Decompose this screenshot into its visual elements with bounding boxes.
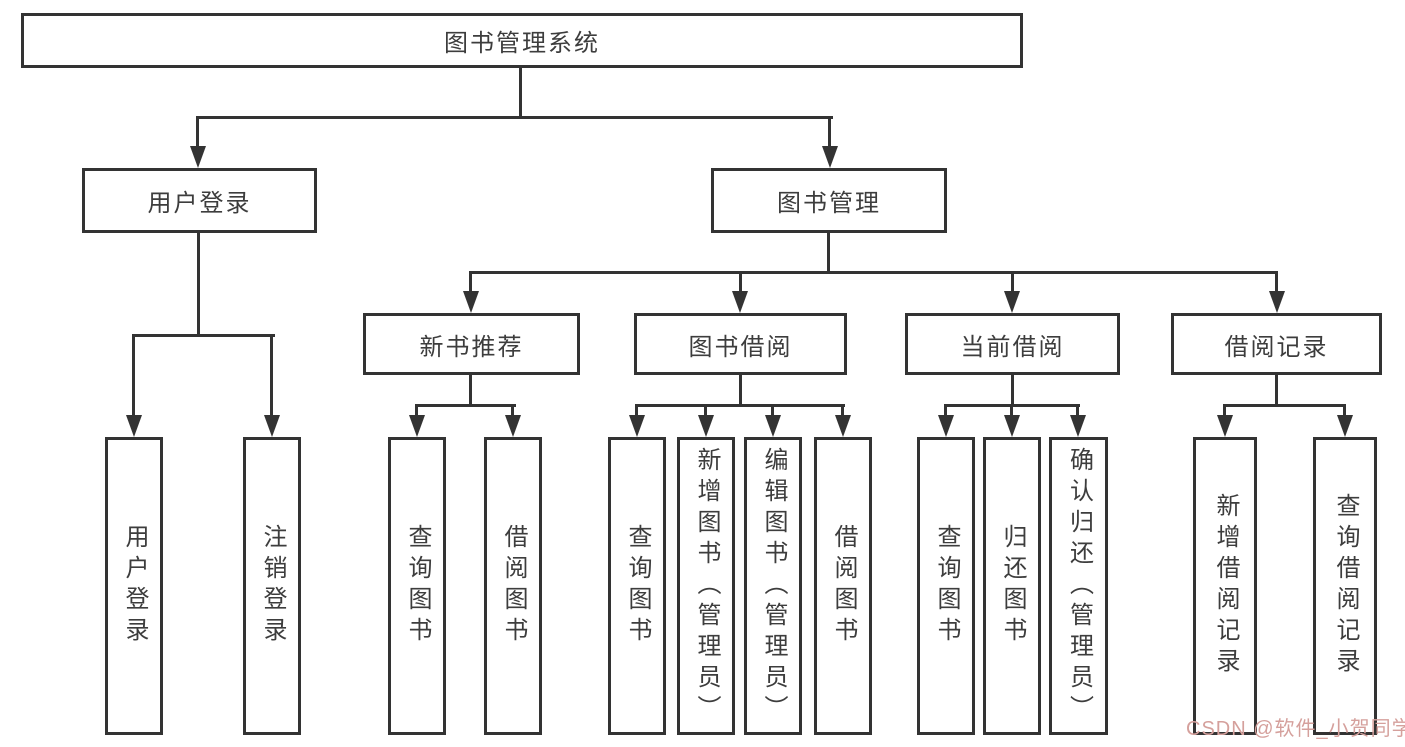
arrow-head [732,291,748,313]
leaf-label: 查询图书 [624,524,651,648]
leaf-label: 编辑图书（管理员） [760,446,787,726]
connector-line [1275,271,1278,293]
leaf-label: 查询图书 [404,524,431,648]
connector-line [196,116,199,148]
arrow-head [629,415,645,437]
node-borrow-records: 借阅记录 [1171,313,1382,375]
connector-line [828,116,831,148]
connector-line [771,404,774,417]
connector-line [1223,404,1226,417]
leaf-label: 查询借阅记录 [1332,493,1359,679]
node-user-login-label: 用户登录 [147,190,252,217]
arrow-head [1217,415,1233,437]
connector-line [1011,271,1014,293]
leaf-edit-book-admin: 编辑图书（管理员） [744,437,802,735]
leaf-label: 查询图书 [933,524,960,648]
leaf-borrow-book: 借阅图书 [814,437,872,735]
arrow-head [765,415,781,437]
arrow-head [835,415,851,437]
connector-line [197,233,200,335]
connector-line [739,375,742,406]
connector-line [1011,375,1014,406]
connector-line [197,116,833,119]
arrow-head [1269,291,1285,313]
leaf-query-book-current: 查询图书 [917,437,975,735]
connector-line [1076,404,1079,417]
leaf-add-book-admin: 新增图书（管理员） [677,437,735,735]
connector-line [469,271,472,293]
node-book-management: 图书管理 [711,168,947,233]
connector-line [416,404,516,407]
arrow-head [822,146,838,168]
node-borrow-records-label: 借阅记录 [1224,333,1329,361]
connector-line [1224,404,1346,407]
leaf-confirm-return-admin: 确认归还（管理员） [1049,437,1108,735]
connector-line [1010,404,1013,417]
connector-line [1343,404,1346,417]
node-book-borrow-label: 图书借阅 [688,333,793,361]
connector-line [270,334,273,417]
connector-line [739,271,742,293]
leaf-label: 借阅图书 [500,524,527,648]
leaf-label: 确认归还（管理员） [1065,446,1093,726]
arrow-head [1070,415,1086,437]
connector-line [470,271,1278,274]
leaf-label: 借阅图书 [830,524,857,648]
node-current-borrow-label: 当前借阅 [960,333,1065,361]
arrow-head [1004,415,1020,437]
node-book-management-label: 图书管理 [777,190,881,217]
leaf-label: 新增借阅记录 [1212,493,1239,679]
arrow-head [1337,415,1353,437]
arrow-head [938,415,954,437]
leaf-logout: 注销登录 [243,437,301,735]
leaf-user-login: 用户登录 [105,437,163,735]
leaf-label: 归还图书 [999,524,1026,648]
leaf-query-book-recommend: 查询图书 [388,437,446,735]
arrow-head [698,415,714,437]
root-node-library-system: 图书管理系统 [21,13,1023,68]
connector-line [132,334,135,417]
arrow-head [463,291,479,313]
connector-line [841,404,844,417]
arrow-head [190,146,206,168]
arrow-head [126,415,142,437]
root-node-label: 图书管理系统 [444,30,600,57]
node-new-book-recommend-label: 新书推荐 [419,333,524,361]
leaf-label: 用户登录 [121,524,148,648]
arrow-head [409,415,425,437]
leaf-return-book: 归还图书 [983,437,1041,735]
connector-line [635,404,638,417]
connector-line [1275,375,1278,406]
connector-line [519,68,522,117]
node-user-login: 用户登录 [82,168,317,233]
leaf-borrow-book-recommend: 借阅图书 [484,437,542,735]
node-book-borrow: 图书借阅 [634,313,847,375]
csdn-watermark: CSDN @软件_小贺同学 [1186,718,1405,740]
leaf-add-borrow-record: 新增借阅记录 [1193,437,1257,735]
connector-line [636,404,845,407]
connector-line [415,404,418,417]
arrow-head [505,415,521,437]
connector-line [827,233,830,273]
connector-line [944,404,947,417]
leaf-query-borrow-record: 查询借阅记录 [1313,437,1377,735]
connector-line [704,404,707,417]
leaf-label: 新增图书（管理员） [693,446,720,726]
connector-line [133,334,275,337]
leaf-query-book-borrow: 查询图书 [608,437,666,735]
arrow-head [1004,291,1020,313]
arrow-head [264,415,280,437]
node-current-borrow: 当前借阅 [905,313,1120,375]
node-new-book-recommend: 新书推荐 [363,313,580,375]
leaf-label: 注销登录 [259,524,286,648]
connector-line [469,375,472,406]
connector-line [511,404,514,417]
